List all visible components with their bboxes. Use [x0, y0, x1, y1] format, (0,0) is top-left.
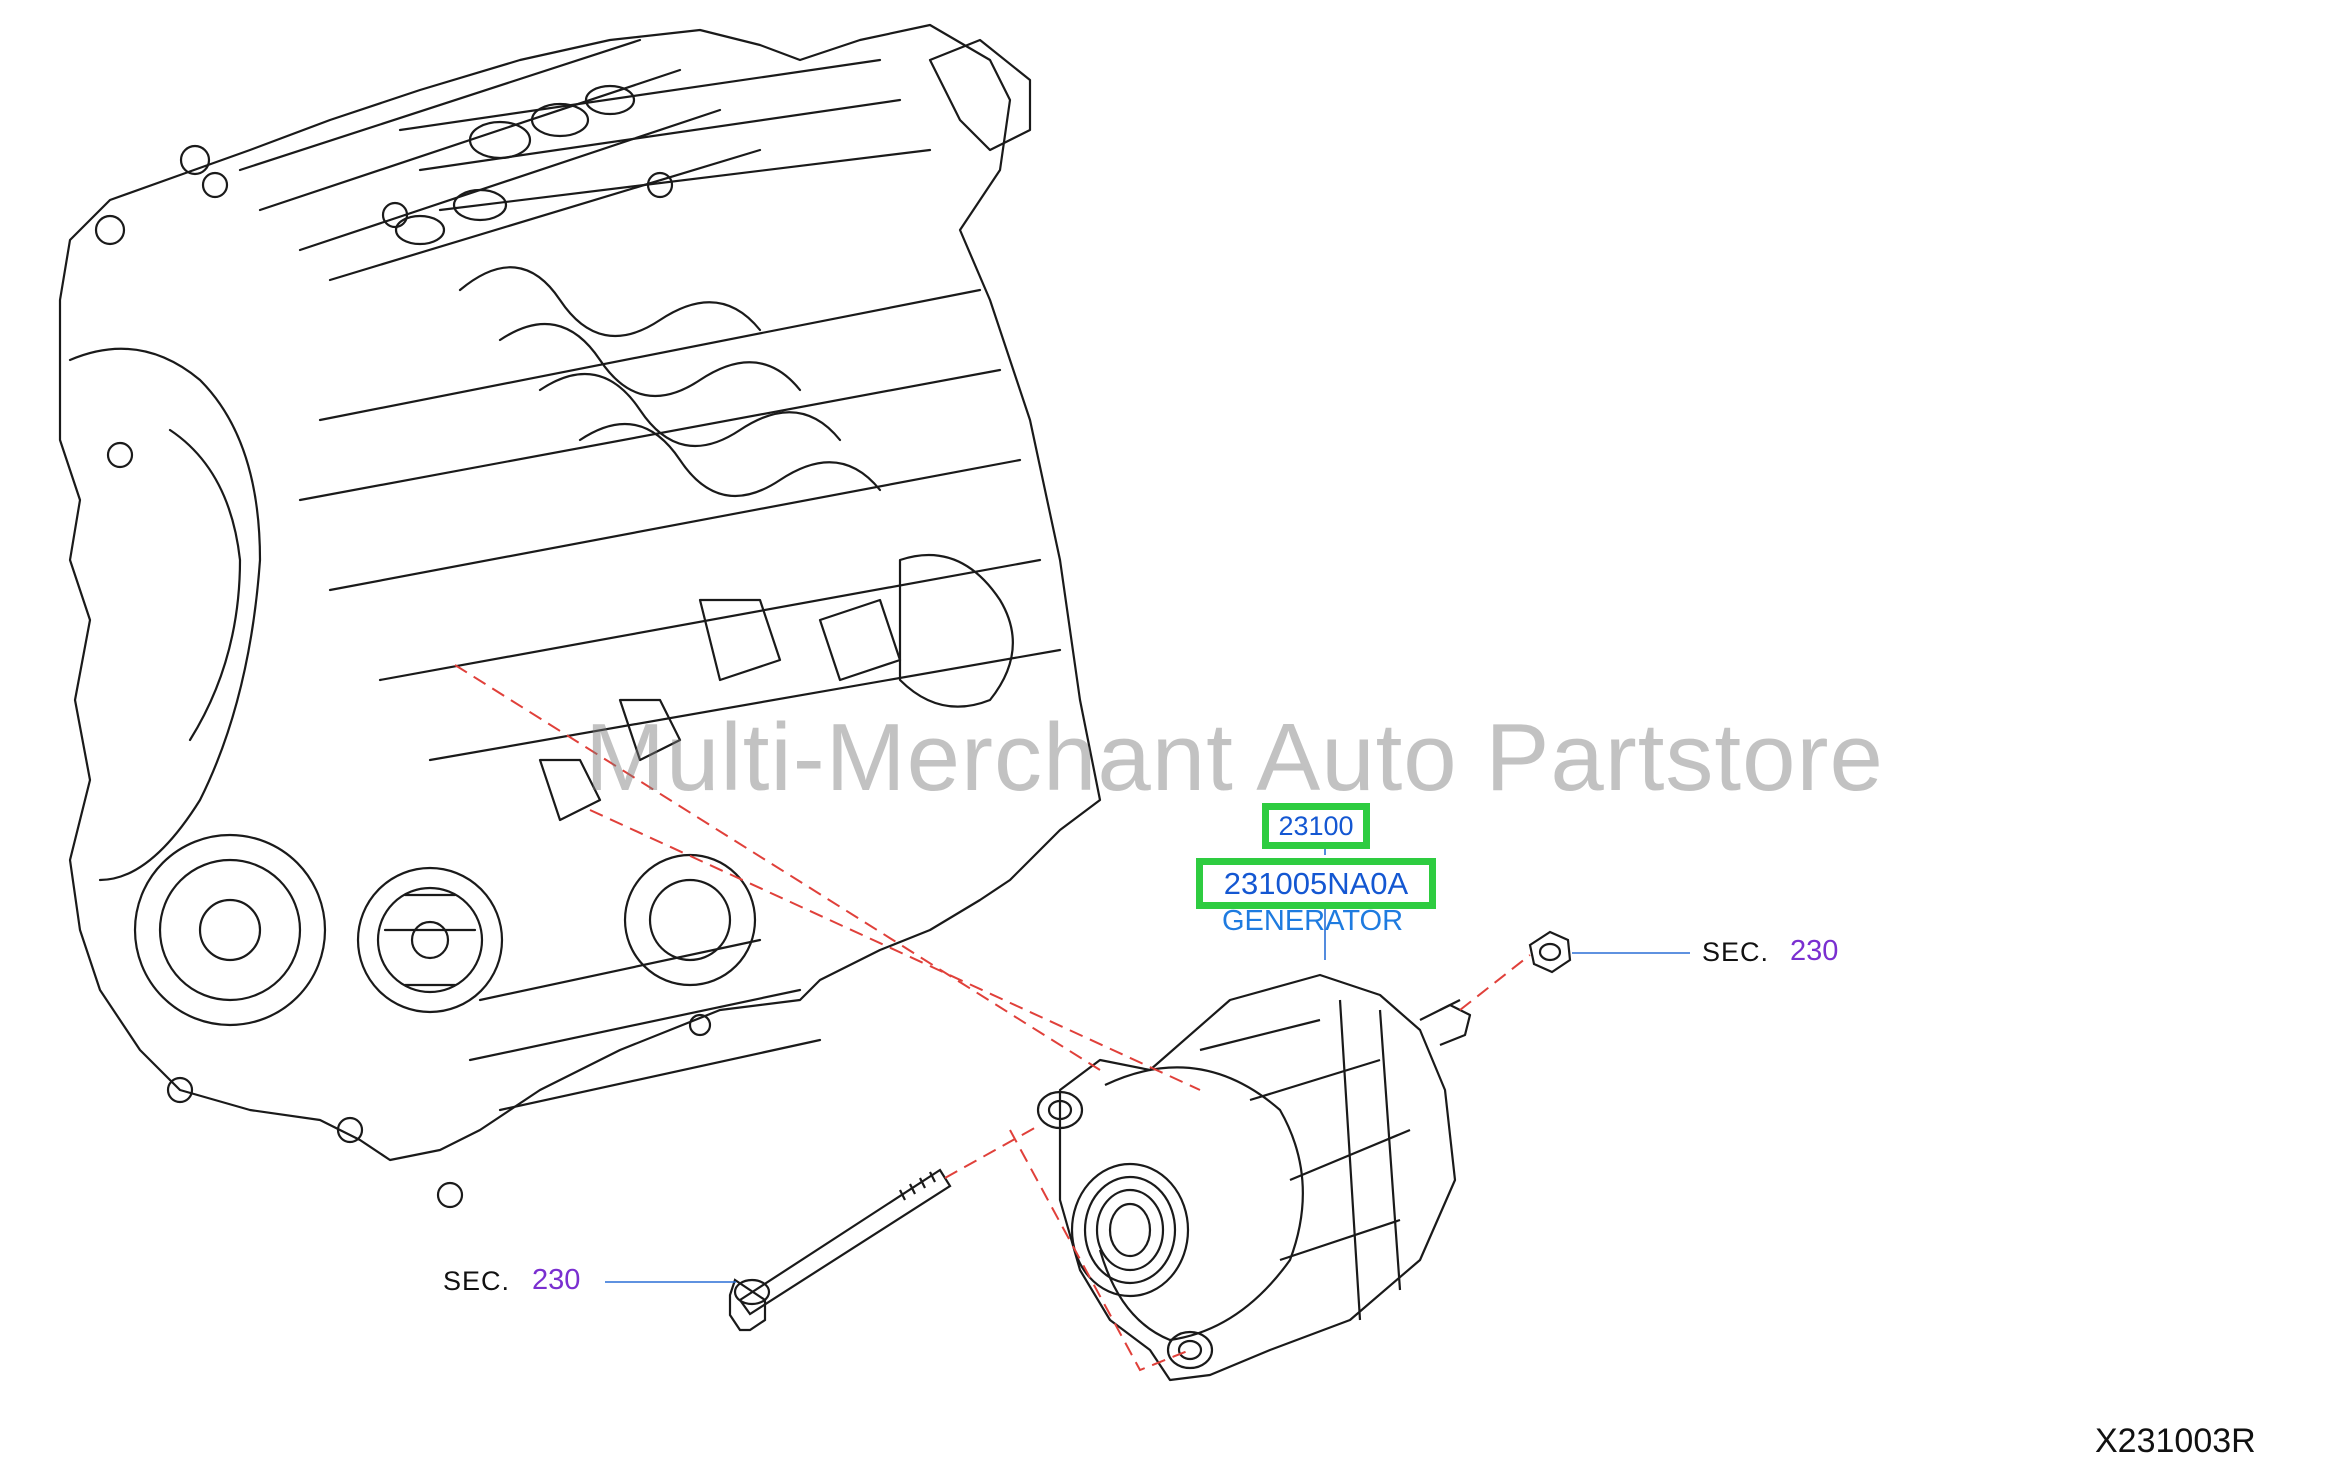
group-code-box[interactable]: 23100 — [1262, 803, 1370, 849]
section-ref-prefix-upper: SEC. — [1702, 937, 1770, 967]
engine-block-illustration — [58, 23, 1102, 1209]
section-ref-link-lower[interactable]: 230 — [532, 1264, 581, 1296]
watermark-text: Multi-Merchant Auto Partstore — [585, 704, 1884, 811]
section-ref-prefix-lower: SEC. — [443, 1266, 511, 1296]
assembly-guide-lines — [454, 664, 1531, 1372]
nut-illustration — [1528, 930, 1572, 974]
mounting-bolt-illustration — [728, 1168, 952, 1332]
generator-illustration — [1036, 973, 1472, 1382]
group-code: 23100 — [1278, 810, 1354, 841]
section-ref-link-upper[interactable]: 230 — [1790, 935, 1839, 967]
part-number: 231005NA0A — [1223, 865, 1409, 901]
callout-leader-lines — [605, 843, 1690, 1283]
part-number-box[interactable]: 231005NA0A — [1196, 858, 1436, 909]
diagram-code: X231003R — [2095, 1422, 2256, 1460]
part-name: GENERATOR — [1222, 905, 1404, 937]
